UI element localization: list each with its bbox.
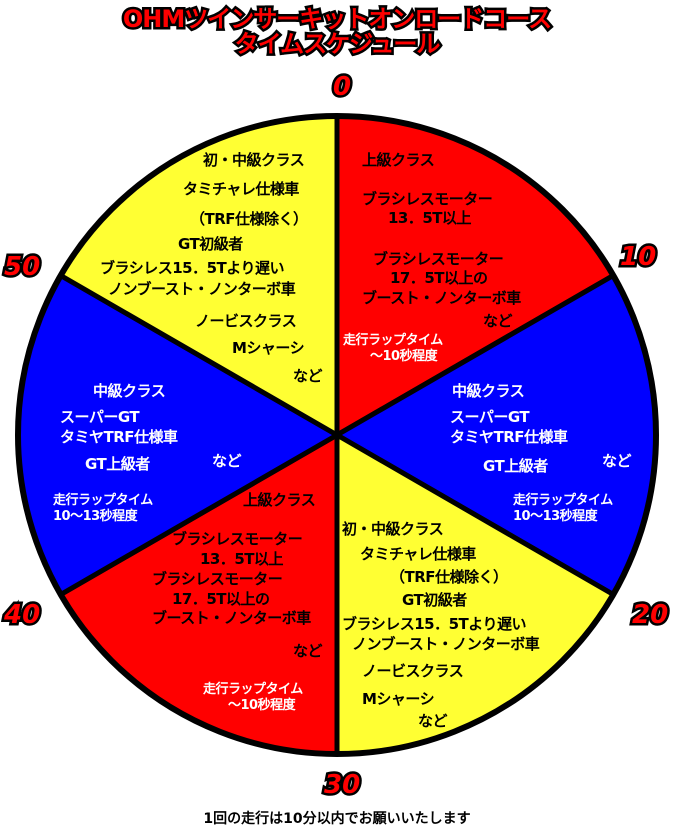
- sector-text: 初・中級クラス: [203, 151, 305, 169]
- sector-text: ノンブースト・ノンターボ車: [352, 635, 540, 653]
- sector-text: Mシャーシ: [232, 339, 305, 357]
- sector-text: タミチャレ仕様車: [360, 545, 476, 563]
- sector-text: 13．5T以上: [388, 209, 472, 227]
- sector-text: 上級クラス: [362, 151, 435, 169]
- sector-text: スーパーGT: [60, 408, 140, 426]
- sector-text: ノービスクラス: [362, 662, 464, 680]
- sector-text: ノービスクラス: [195, 312, 297, 330]
- minute-label-0: 0: [330, 70, 353, 105]
- sector-text: ブラシレス15．5Tより遅い: [342, 615, 526, 633]
- sector-text: ブースト・ノンターボ車: [362, 289, 521, 307]
- sector-text: 17．5T以上の: [172, 590, 270, 608]
- lap-time-value: 10～13秒程度: [513, 509, 598, 524]
- dial-outline: [15, 113, 659, 757]
- sector-text: タミヤTRF仕様車: [60, 428, 178, 446]
- lap-time-label: 走行ラップタイム: [513, 493, 613, 508]
- sector-text: スーパーGT: [450, 408, 530, 426]
- sector-text: GT初級者: [402, 591, 467, 609]
- sector-text: ノンブースト・ノンターボ車: [108, 280, 296, 298]
- title-line-2: タイムスケジュール: [232, 29, 443, 60]
- lap-time-label: 走行ラップタイム: [53, 493, 153, 508]
- sector-text: ブースト・ノンターボ車: [152, 609, 311, 627]
- minute-label-10: 10: [617, 240, 658, 275]
- sector-text: など: [212, 452, 242, 470]
- sector-text: ブラシレスモーター: [373, 250, 504, 268]
- minute-label-30: 30: [321, 768, 362, 803]
- sector-text: 13．5T以上: [200, 550, 284, 568]
- sector-text: 初・中級クラス: [342, 520, 444, 538]
- sector-text: など: [483, 312, 513, 330]
- sector-text: ブラシレスモーター: [152, 570, 283, 588]
- sector-text: など: [602, 452, 632, 470]
- lap-time-value: ～10秒程度: [370, 349, 438, 364]
- minute-label-40: 40: [1, 598, 42, 633]
- sector-text: ブラシレスモーター: [172, 530, 303, 548]
- lap-time-value: ～10秒程度: [228, 698, 296, 713]
- footer-note: 1回の走行は10分以内でお願いいたします: [203, 811, 471, 827]
- sector-text: （TRF仕様除く）: [190, 210, 308, 228]
- sector-text: 17．5T以上の: [390, 269, 488, 287]
- minute-label-20: 20: [629, 598, 670, 633]
- sector-text: GT初級者: [178, 235, 243, 253]
- sector-text: 中級クラス: [452, 382, 525, 400]
- sector-text: ブラシレスモーター: [362, 190, 493, 208]
- lap-time-value: 10～13秒程度: [53, 509, 138, 524]
- minute-label-50: 50: [1, 250, 42, 285]
- sector-text: GT上級者: [85, 455, 150, 473]
- sector-text: 上級クラス: [243, 491, 316, 509]
- title-line-1: OHMツインサーキットオンロードコース: [120, 4, 554, 35]
- sector-text: GT上級者: [483, 457, 548, 475]
- sector-text: など: [293, 367, 323, 385]
- sector-text: など: [293, 642, 323, 660]
- sector-text: ブラシレス15．5Tより遅い: [100, 259, 284, 277]
- lap-time-label: 走行ラップタイム: [343, 333, 443, 348]
- sector-text: 中級クラス: [93, 382, 166, 400]
- sector-text: タミヤTRF仕様車: [450, 428, 568, 446]
- sector-text: タミチャレ仕様車: [183, 180, 299, 198]
- sector-text: Mシャーシ: [362, 690, 435, 708]
- sector-text: など: [418, 712, 448, 730]
- lap-time-label: 走行ラップタイム: [203, 682, 303, 697]
- sector-text: （TRF仕様除く）: [390, 568, 508, 586]
